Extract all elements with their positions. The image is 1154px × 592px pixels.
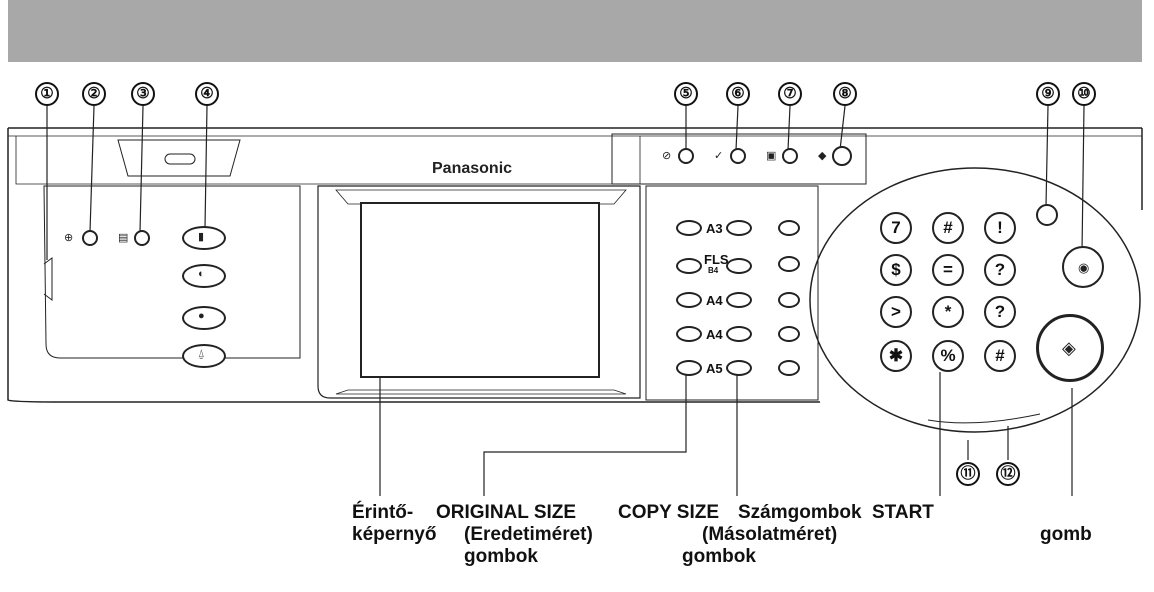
caption-copy-size-line3: gombok [682, 546, 756, 567]
callout-10: ⑩ [1072, 82, 1096, 106]
button-10[interactable] [1062, 246, 1104, 288]
callout-1: ① [35, 82, 59, 106]
mode-button-2[interactable] [182, 264, 226, 288]
clear-icon: ◆ [818, 150, 827, 162]
brand-logo: Panasonic [432, 160, 513, 177]
function-button-8[interactable] [832, 146, 852, 166]
callout-11: ⑪ [956, 462, 980, 486]
button-2[interactable] [82, 230, 98, 246]
caption-touch-screen-line2: képernyő [352, 524, 437, 545]
function-button-5[interactable] [678, 148, 694, 164]
callout-5: ⑤ [674, 82, 698, 106]
mode-button-1[interactable] [182, 226, 226, 250]
callout-2: ② [82, 82, 106, 106]
key-0[interactable]: % [932, 340, 964, 372]
size-label-a5: A5 [706, 361, 723, 376]
callout-12: ⑫ [996, 462, 1020, 486]
scan-icon: ⍙ [198, 348, 205, 360]
key-6[interactable]: ? [984, 254, 1016, 286]
caption-keypad: Számgombok [738, 502, 862, 523]
mode-button-4[interactable] [182, 344, 226, 368]
mode-button-3[interactable] [182, 306, 226, 330]
key-5[interactable]: = [932, 254, 964, 286]
button-9[interactable] [1036, 204, 1058, 226]
function-button-7[interactable] [782, 148, 798, 164]
callout-7: ⑦ [778, 82, 802, 106]
size-label-a4-portrait: A4 [706, 293, 723, 308]
size-label-a3: A3 [706, 221, 723, 236]
caption-original-size-line1: ORIGINAL SIZE [436, 502, 577, 523]
stop-icon: ⊘ [662, 150, 672, 162]
caption-start-line2: gomb [1040, 524, 1092, 545]
reset-icon: ◉ [1078, 260, 1090, 275]
key-3[interactable]: ? [984, 296, 1016, 328]
original-size-a3-button[interactable] [676, 220, 702, 236]
size-label-fls: FLS [704, 252, 729, 267]
callout-3: ③ [131, 82, 155, 106]
key-4[interactable]: $ [880, 254, 912, 286]
print-icon: ● [198, 310, 205, 322]
caption-copy-size-line1: COPY SIZE [618, 502, 720, 523]
original-size-a4-button[interactable] [676, 292, 702, 308]
caption-original-size-line3: gombok [464, 546, 538, 567]
callout-4: ④ [195, 82, 219, 106]
original-size-fls-button[interactable] [676, 258, 702, 274]
right-column-button-5[interactable] [778, 360, 800, 376]
start-button[interactable] [1036, 314, 1104, 382]
key-7[interactable]: 7 [880, 212, 912, 244]
key-9[interactable]: ! [984, 212, 1016, 244]
callout-8: ⑧ [833, 82, 857, 106]
callout-9: ⑨ [1036, 82, 1060, 106]
caption-touch-screen-line1: Érintő- [352, 502, 414, 523]
menu-icon: ▤ [118, 232, 129, 244]
right-column-button-4[interactable] [778, 326, 800, 342]
start-icon: ◈ [1062, 338, 1076, 358]
key-asterisk[interactable]: ✱ [880, 340, 912, 372]
copy-size-a3-button[interactable] [726, 220, 752, 236]
size-label-a4-landscape: A4 [706, 327, 723, 342]
callout-6: ⑥ [726, 82, 750, 106]
right-column-button-2[interactable] [778, 256, 800, 272]
copy-size-fls-button[interactable] [726, 258, 752, 274]
right-column-button-1[interactable] [778, 220, 800, 236]
fax-icon: ◐ [198, 268, 205, 280]
caption-original-size-line2: (Eredetiméret) [464, 524, 593, 545]
top-gray-bar [8, 0, 1142, 62]
original-size-a5-button[interactable] [676, 360, 702, 376]
right-column-button-3[interactable] [778, 292, 800, 308]
key-2[interactable]: * [932, 296, 964, 328]
button-3[interactable] [134, 230, 150, 246]
size-label-b4: B4 [708, 266, 719, 275]
energy-icon: ⊕ [64, 232, 74, 244]
check-icon: ✓ [714, 150, 724, 162]
copy-size-a4-button[interactable] [726, 292, 752, 308]
caption-start-line1: START [872, 502, 934, 523]
copy-size-a4-landscape-button[interactable] [726, 326, 752, 342]
copy-size-a5-button[interactable] [726, 360, 752, 376]
key-1[interactable]: > [880, 296, 912, 328]
key-hash[interactable]: # [984, 340, 1016, 372]
copy-icon: ▮ [198, 231, 205, 243]
key-8[interactable]: # [932, 212, 964, 244]
touch-screen[interactable] [360, 202, 600, 378]
original-size-a4-landscape-button[interactable] [676, 326, 702, 342]
caption-copy-size-line2: (Másolatméret) [702, 524, 838, 545]
function-button-6[interactable] [730, 148, 746, 164]
memory-icon: ▣ [766, 150, 777, 162]
